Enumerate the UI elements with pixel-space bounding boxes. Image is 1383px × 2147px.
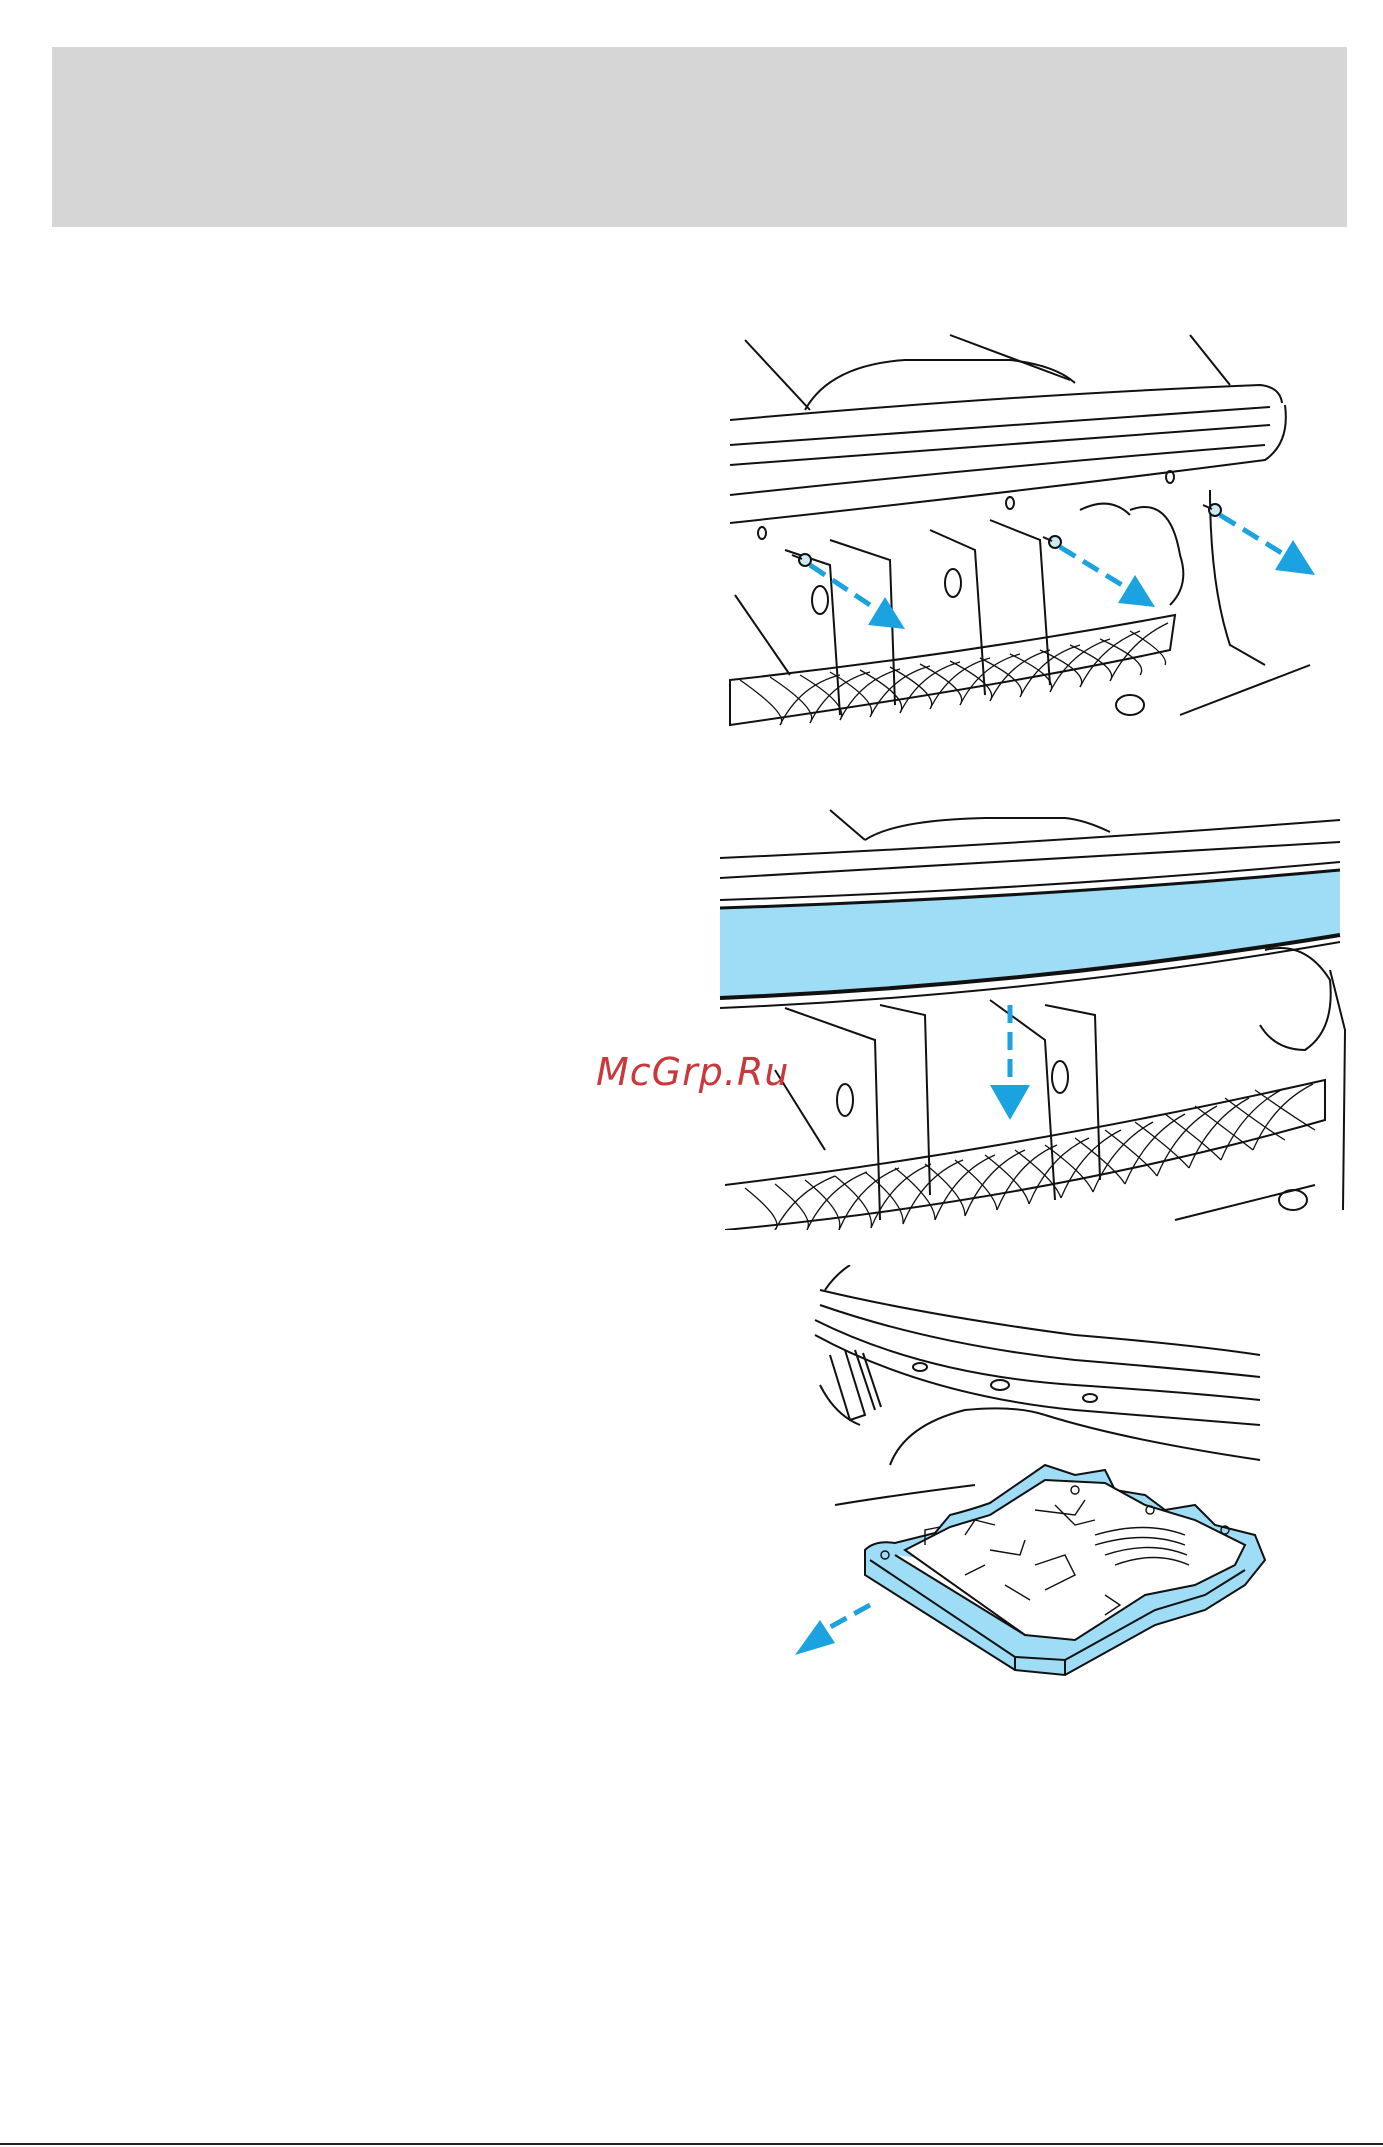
bumper-cover-pull-down-illustration — [715, 800, 1355, 1230]
tray-removal-illustration — [775, 1265, 1275, 1685]
watermark: McGrp.Ru — [596, 1050, 789, 1094]
bumper-screw-removal-illustration — [710, 325, 1350, 755]
bottom-rule — [0, 2143, 1383, 2145]
header-band — [52, 47, 1347, 227]
